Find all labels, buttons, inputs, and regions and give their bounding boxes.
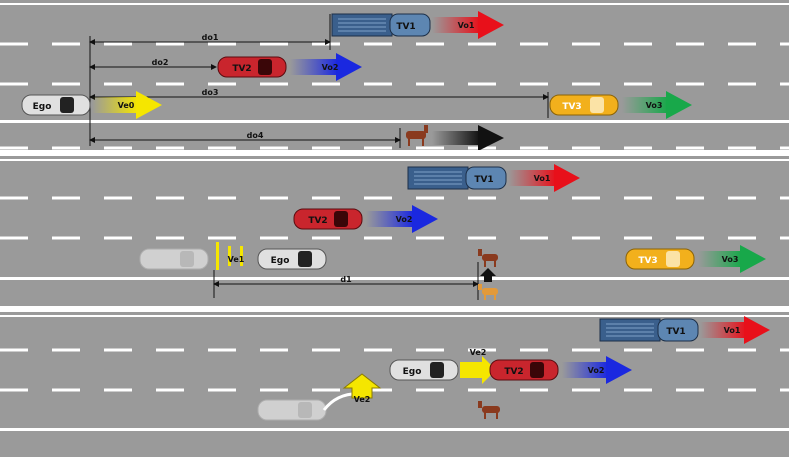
vo2-label: Vo2 [588, 366, 605, 375]
ve1-label: Ve1 [228, 255, 245, 264]
tv3-car: TV3 [625, 248, 695, 270]
vo1-arrow: Vo1 [700, 316, 770, 344]
panel-separator-2 [0, 306, 789, 312]
deer-icon [478, 249, 498, 267]
animal-crossing-arrow-icon [480, 268, 496, 282]
tv1-truck: TV1 [407, 166, 507, 190]
ego-car: Ego [389, 359, 459, 381]
vo1-arrow: Vo1 [508, 164, 580, 192]
lane-change-arrow-icon: Ve2 [342, 373, 382, 404]
ego-label: Ego [403, 367, 422, 377]
deer-icon [478, 401, 500, 419]
vo1-arrow: Vo1 [432, 11, 504, 39]
tv2-car: TV2 [293, 208, 363, 230]
panel-2-dimension: d1 [213, 262, 479, 300]
tv2-label: TV2 [308, 216, 327, 226]
ego-car: Ego [257, 248, 327, 270]
tv1-label: TV1 [474, 175, 493, 185]
ve2-label-bottom: Ve2 [354, 395, 371, 404]
ve2-arrow: Ve2 [460, 348, 496, 384]
panel-1-dimensions: do1 do2 do3 do4 [89, 14, 549, 148]
tv1-truck: TV1 [599, 318, 699, 342]
ego-label: Ego [271, 256, 290, 266]
ego-ghost-car [257, 399, 327, 421]
tv3-label: TV3 [562, 102, 581, 112]
tv3-car: TV3 [549, 94, 619, 116]
vo1-label: Vo1 [534, 174, 551, 183]
vo3-arrow: Vo3 [698, 245, 766, 273]
tv3-label: TV3 [638, 256, 657, 266]
label-do2: do2 [152, 58, 169, 67]
tv2-label: TV2 [232, 64, 251, 74]
tv2-label: TV2 [504, 367, 523, 377]
braking-marks: Ve1 [216, 242, 245, 270]
ve0-label: Ve0 [118, 101, 135, 110]
deer-icon [406, 125, 428, 146]
vo3-label: Vo3 [722, 255, 739, 264]
vo2-arrow: Vo2 [290, 53, 362, 81]
vo1-label: Vo1 [724, 326, 741, 335]
tv2-car: TV2 [217, 56, 287, 78]
vo1-label: Vo1 [458, 21, 475, 30]
animal-motion-arrow [432, 125, 504, 151]
vo3-arrow: Vo3 [622, 91, 692, 119]
ego-ghost-car [139, 248, 209, 270]
ego-label: Ego [33, 102, 52, 112]
tv1-label: TV1 [666, 327, 685, 337]
label-do3: do3 [202, 88, 219, 97]
tv1-truck: TV1 [331, 13, 431, 37]
ego-car: Ego [21, 94, 91, 116]
ve2-label-top: Ve2 [470, 348, 487, 357]
tv2-car: TV2 [489, 359, 559, 381]
panel-separator-1 [0, 150, 789, 156]
vo2-arrow: Vo2 [366, 205, 438, 233]
ve0-arrow: Ve0 [92, 91, 162, 119]
label-do1: do1 [202, 33, 219, 42]
vo2-arrow: Vo2 [562, 356, 632, 384]
vo3-label: Vo3 [646, 101, 663, 110]
vo2-label: Vo2 [322, 63, 339, 72]
deer-ghost-icon [478, 284, 498, 300]
tv1-label: TV1 [396, 22, 415, 32]
vo2-label: Vo2 [396, 215, 413, 224]
label-d1: d1 [340, 275, 352, 284]
label-do4: do4 [247, 131, 264, 140]
